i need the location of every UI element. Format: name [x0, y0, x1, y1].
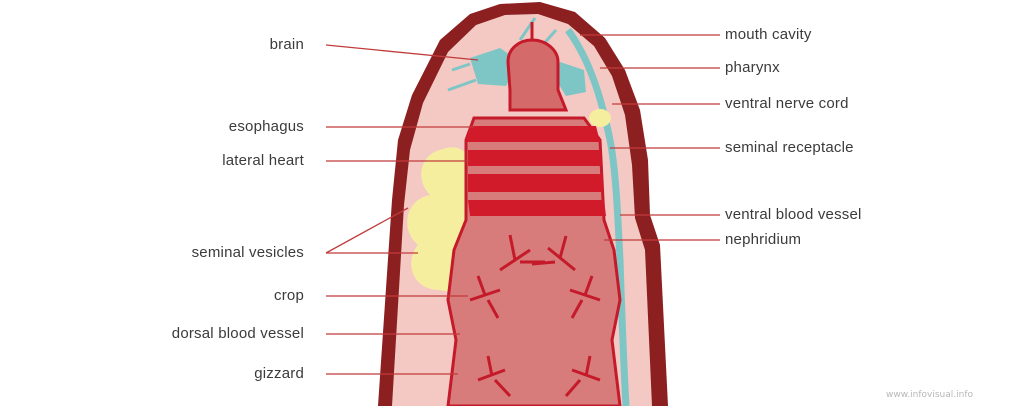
label-seminal-receptacle: seminal receptacle	[725, 139, 854, 157]
label-ventral-nerve-cord: ventral nerve cord	[725, 95, 849, 113]
label-brain: brain	[270, 36, 304, 54]
label-esophagus: esophagus	[229, 118, 304, 136]
label-mouth-cavity: mouth cavity	[725, 26, 812, 44]
label-ventral-blood-vessel: ventral blood vessel	[725, 206, 862, 224]
watermark: www.infovisual.info	[886, 390, 973, 400]
label-seminal-vesicles: seminal vesicles	[192, 244, 304, 262]
label-dorsal-blood-vessel: dorsal blood vessel	[172, 325, 304, 343]
label-lateral-heart: lateral heart	[222, 152, 304, 170]
label-gizzard: gizzard	[254, 365, 304, 383]
label-crop: crop	[274, 287, 304, 305]
seminal-receptacle	[589, 109, 611, 127]
label-pharynx: pharynx	[725, 59, 780, 77]
label-nephridium: nephridium	[725, 231, 801, 249]
